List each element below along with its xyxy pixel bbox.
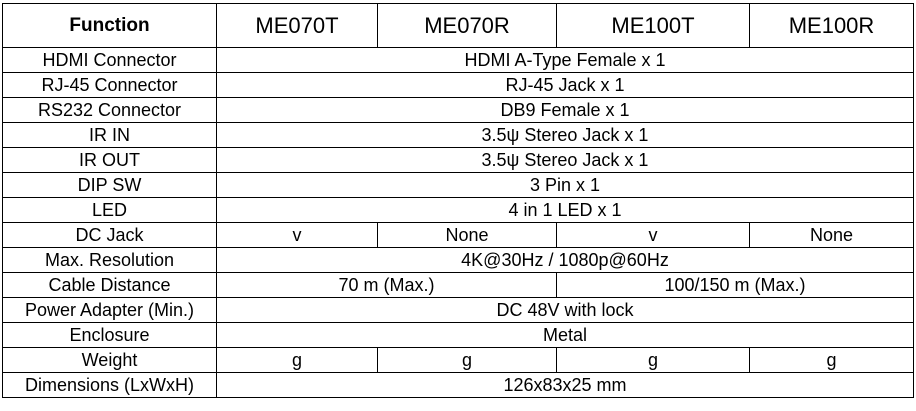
row-value-me100t: g [556, 347, 750, 373]
row-label: Max. Resolution [2, 247, 217, 273]
row-dimensions: Dimensions (LxWxH) 126x83x25 mm [2, 372, 914, 398]
function-header: Function [2, 3, 217, 48]
row-value: 126x83x25 mm [216, 372, 914, 398]
row-led: LED 4 in 1 LED x 1 [2, 197, 914, 223]
row-value-me100r: None [749, 222, 914, 248]
row-label: DIP SW [2, 172, 217, 198]
row-label: Weight [2, 347, 217, 373]
row-value: 3.5ψ Stereo Jack x 1 [216, 122, 914, 148]
row-label: Dimensions (LxWxH) [2, 372, 217, 398]
row-max-resolution: Max. Resolution 4K@30Hz / 1080p@60Hz [2, 247, 914, 273]
row-enclosure: Enclosure Metal [2, 322, 914, 348]
row-label: LED [2, 197, 217, 223]
row-value: HDMI A-Type Female x 1 [216, 47, 914, 73]
row-value: Metal [216, 322, 914, 348]
row-label: Cable Distance [2, 272, 217, 298]
row-rj45-connector: RJ-45 Connector RJ-45 Jack x 1 [2, 72, 914, 98]
row-label: IR IN [2, 122, 217, 148]
row-value: 3 Pin x 1 [216, 172, 914, 198]
row-value: DB9 Female x 1 [216, 97, 914, 123]
model-header-me100r: ME100R [749, 3, 914, 48]
row-label: Enclosure [2, 322, 217, 348]
row-label: DC Jack [2, 222, 217, 248]
row-label: IR OUT [2, 147, 217, 173]
model-header-me070r: ME070R [377, 3, 557, 48]
row-label: Power Adapter (Min.) [2, 297, 217, 323]
row-value-me070r: g [377, 347, 557, 373]
row-value-me070: 70 m (Max.) [216, 272, 557, 298]
row-rs232-connector: RS232 Connector DB9 Female x 1 [2, 97, 914, 123]
row-value-me070t: v [216, 222, 378, 248]
model-header-me070t: ME070T [216, 3, 378, 48]
row-ir-out: IR OUT 3.5ψ Stereo Jack x 1 [2, 147, 914, 173]
row-value-me100t: v [556, 222, 750, 248]
row-weight: Weight g g g g [2, 347, 914, 373]
row-value: DC 48V with lock [216, 297, 914, 323]
row-value: 3.5ψ Stereo Jack x 1 [216, 147, 914, 173]
row-ir-in: IR IN 3.5ψ Stereo Jack x 1 [2, 122, 914, 148]
row-value-me100: 100/150 m (Max.) [556, 272, 914, 298]
row-value: RJ-45 Jack x 1 [216, 72, 914, 98]
row-label: RS232 Connector [2, 97, 217, 123]
model-header-me100t: ME100T [556, 3, 750, 48]
row-value-me100r: g [749, 347, 914, 373]
row-cable-distance: Cable Distance 70 m (Max.) 100/150 m (Ma… [2, 272, 914, 298]
header-row: Function ME070T ME070R ME100T ME100R [2, 3, 914, 48]
row-label: RJ-45 Connector [2, 72, 217, 98]
row-value: 4K@30Hz / 1080p@60Hz [216, 247, 914, 273]
row-dip-sw: DIP SW 3 Pin x 1 [2, 172, 914, 198]
row-value-me070t: g [216, 347, 378, 373]
row-value-me070r: None [377, 222, 557, 248]
row-hdmi-connector: HDMI Connector HDMI A-Type Female x 1 [2, 47, 914, 73]
row-dc-jack: DC Jack v None v None [2, 222, 914, 248]
row-label: HDMI Connector [2, 47, 217, 73]
row-value: 4 in 1 LED x 1 [216, 197, 914, 223]
row-power-adapter: Power Adapter (Min.) DC 48V with lock [2, 297, 914, 323]
spec-table: Function ME070T ME070R ME100T ME100R HDM… [2, 3, 914, 398]
